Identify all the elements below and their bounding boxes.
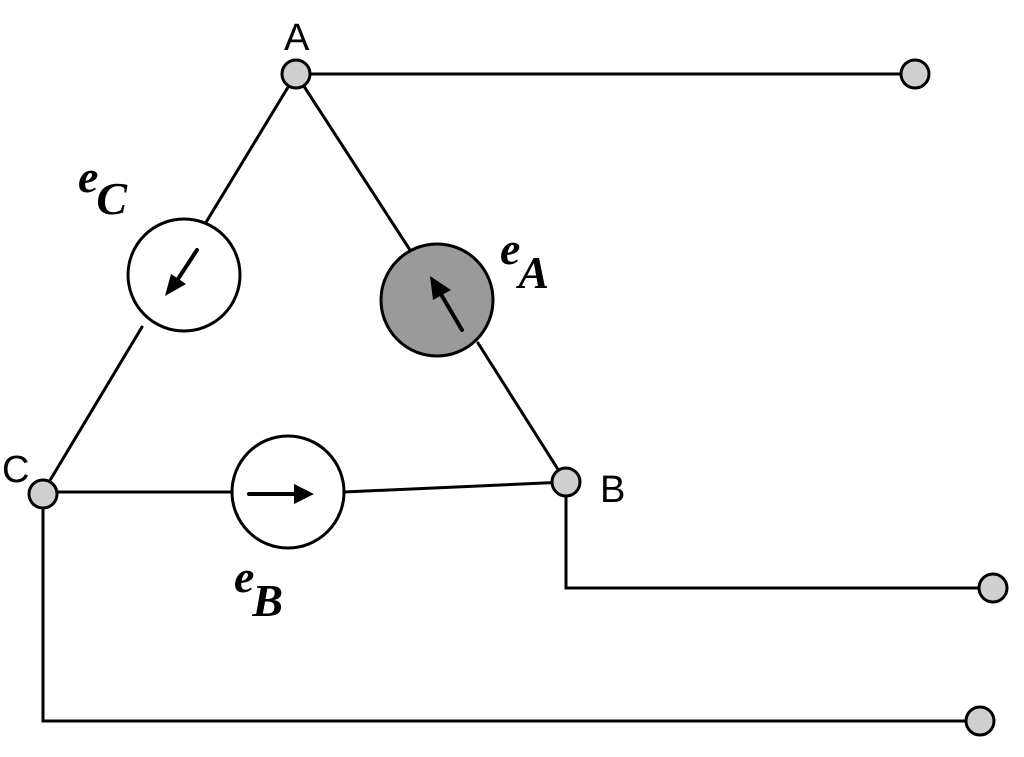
emf-label-a: eA <box>500 223 549 298</box>
source-c-arrow-shaft <box>174 248 199 284</box>
output-terminal-c <box>964 705 996 737</box>
node-b-label: B <box>600 469 625 511</box>
node-c-label: C <box>2 449 29 491</box>
emf-label-a-subscript: A <box>515 247 549 298</box>
source-a-arrow-shaft <box>440 294 464 332</box>
emf-label-b-subscript: B <box>251 575 283 626</box>
output-line-c <box>41 490 982 723</box>
wire-a-to-source-a <box>294 72 412 252</box>
emf-label-c-subscript: C <box>96 173 128 224</box>
wire-source-c-to-c <box>41 325 144 494</box>
source-a-circle <box>379 242 495 358</box>
wire-a-to-source-c <box>203 72 298 226</box>
source-b-arrowhead-icon <box>294 484 314 504</box>
source-c-circle <box>126 217 242 333</box>
node-b-terminal <box>550 466 582 498</box>
node-c-terminal <box>27 478 59 510</box>
output-terminal-a <box>899 58 931 90</box>
emf-label-b-base: e <box>234 551 254 602</box>
emf-label-a-base: e <box>500 223 520 274</box>
source-c-arrowhead-icon <box>165 274 186 296</box>
node-a-terminal <box>280 58 312 90</box>
output-line-b <box>564 480 995 590</box>
wire-source-b-to-b <box>342 480 568 494</box>
wire-source-a-to-b <box>476 341 568 484</box>
node-a-label: A <box>284 17 310 59</box>
emf-label-b: eB <box>234 551 283 626</box>
emf-label-c: eC <box>78 151 128 224</box>
output-terminal-b <box>977 572 1009 604</box>
emf-label-c-base: e <box>78 151 98 202</box>
source-a-arrowhead-icon <box>430 276 451 300</box>
